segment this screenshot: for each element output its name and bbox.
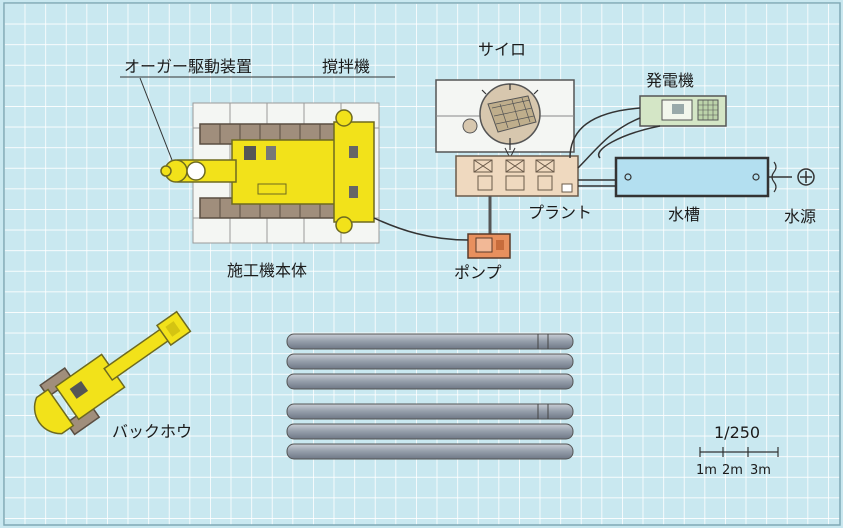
pile	[286, 423, 574, 440]
pile	[286, 353, 574, 370]
pile	[286, 403, 574, 420]
pile	[286, 443, 574, 460]
backhoe	[33, 310, 192, 436]
construction-machine-body	[120, 76, 395, 244]
scale-bar	[699, 447, 779, 457]
mixer-label: 撹拌機	[322, 57, 370, 76]
backhoe-label: バックホウ	[112, 422, 192, 441]
pump-label: ポンプ	[454, 263, 502, 282]
silo	[435, 79, 575, 160]
plant	[455, 155, 579, 236]
generator	[639, 95, 727, 127]
scale-tick-3m: 3m	[750, 463, 771, 478]
generator-label: 発電機	[646, 71, 694, 90]
water-source-symbol	[768, 161, 815, 193]
pile-stack	[286, 333, 574, 460]
water-tank-label: 水槽	[668, 205, 700, 224]
pile	[286, 333, 574, 350]
scale-tick-2m: 2m	[722, 463, 743, 478]
machine-body-label: 施工機本体	[227, 261, 307, 280]
pump	[467, 233, 511, 259]
scale-ratio: 1/250	[714, 423, 760, 442]
auger-drive-label: オーガー駆動装置	[124, 57, 252, 76]
water-source-label: 水源	[784, 207, 816, 226]
machine-rear-frame	[333, 121, 375, 223]
water-tank	[614, 156, 770, 198]
hoses-and-cables	[373, 107, 661, 241]
pile	[286, 373, 574, 390]
silo-label: サイロ	[478, 40, 526, 59]
scale-tick-1m: 1m	[696, 463, 717, 478]
plant-label: プラント	[528, 203, 592, 222]
